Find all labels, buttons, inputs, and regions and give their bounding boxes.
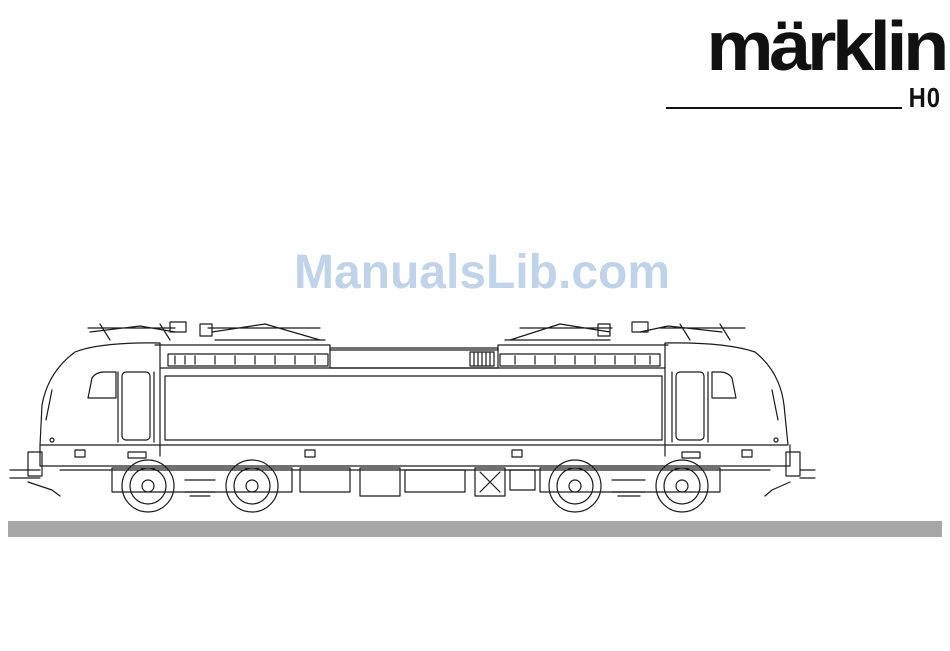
locomotive-line-drawing-icon bbox=[0, 310, 950, 520]
watermark: ManualsLib.com bbox=[266, 245, 698, 301]
pantograph-left bbox=[88, 322, 325, 340]
scale-label: H0 bbox=[909, 84, 941, 112]
bogie-left bbox=[112, 460, 292, 512]
marklin-logo: märklin H0 bbox=[660, 14, 945, 114]
bogie-right bbox=[540, 460, 720, 512]
divider-band bbox=[8, 521, 942, 537]
pantograph-right bbox=[505, 322, 745, 340]
logo-wordmark: märklin bbox=[637, 14, 945, 78]
logo-underline bbox=[666, 107, 902, 109]
